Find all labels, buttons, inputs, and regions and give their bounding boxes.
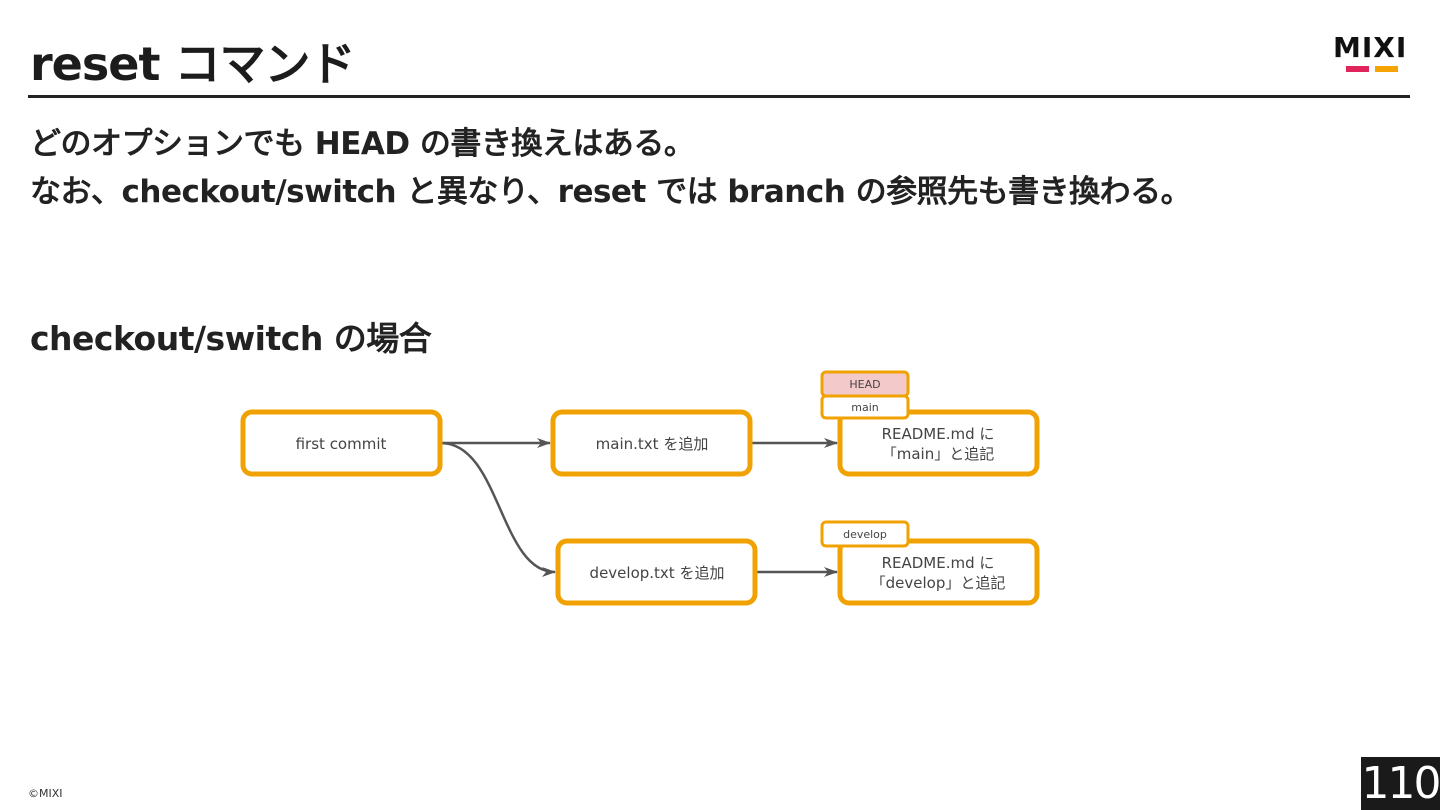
- ref-main: main: [820, 394, 910, 420]
- commit-label-main-add: main.txt を追加: [596, 435, 709, 453]
- commit-node-readme-main: README.md に 「main」と追記: [837, 409, 1040, 477]
- ref-develop: develop: [820, 520, 910, 548]
- ref-main-label: main: [851, 401, 879, 414]
- commit-node-first: first commit: [240, 409, 443, 477]
- logo-text: MIXI: [1333, 31, 1408, 64]
- commit-label-readme-develop-2: 「develop」と追記: [871, 574, 1006, 592]
- commit-node-main-add: main.txt を追加: [550, 409, 753, 477]
- footer-copyright: ©MIXI: [28, 787, 63, 800]
- edge-first-to-develop: [440, 441, 556, 577]
- commit-label-first: first commit: [296, 435, 387, 453]
- commit-node-develop-add: develop.txt を追加: [555, 538, 758, 606]
- commit-node-readme-develop: README.md に 「develop」と追記: [837, 538, 1040, 606]
- logo-bar-left: [1346, 66, 1369, 72]
- slide-title: reset コマンド: [30, 37, 355, 91]
- mixi-logo: MIXI: [1333, 34, 1411, 74]
- commit-label-readme-main-2: 「main」と追記: [882, 445, 994, 463]
- page-number: 110: [1361, 757, 1440, 810]
- section-subheading: checkout/switch の場合: [30, 319, 432, 358]
- lead-text-line-1: どのオプションでも HEAD の書き換えはある。: [30, 126, 695, 162]
- lead-text-line-2: なお、checkout/switch と異なり、reset では branch …: [30, 174, 1192, 210]
- commit-label-develop-add: develop.txt を追加: [590, 564, 725, 582]
- commit-label-readme-main-1: README.md に: [882, 425, 995, 443]
- ref-head: HEAD: [820, 370, 910, 398]
- title-divider: [28, 95, 1410, 98]
- ref-develop-label: develop: [843, 528, 887, 541]
- ref-head-label: HEAD: [849, 378, 880, 391]
- commit-label-readme-develop-1: README.md に: [882, 554, 995, 572]
- logo-bar-right: [1375, 66, 1398, 72]
